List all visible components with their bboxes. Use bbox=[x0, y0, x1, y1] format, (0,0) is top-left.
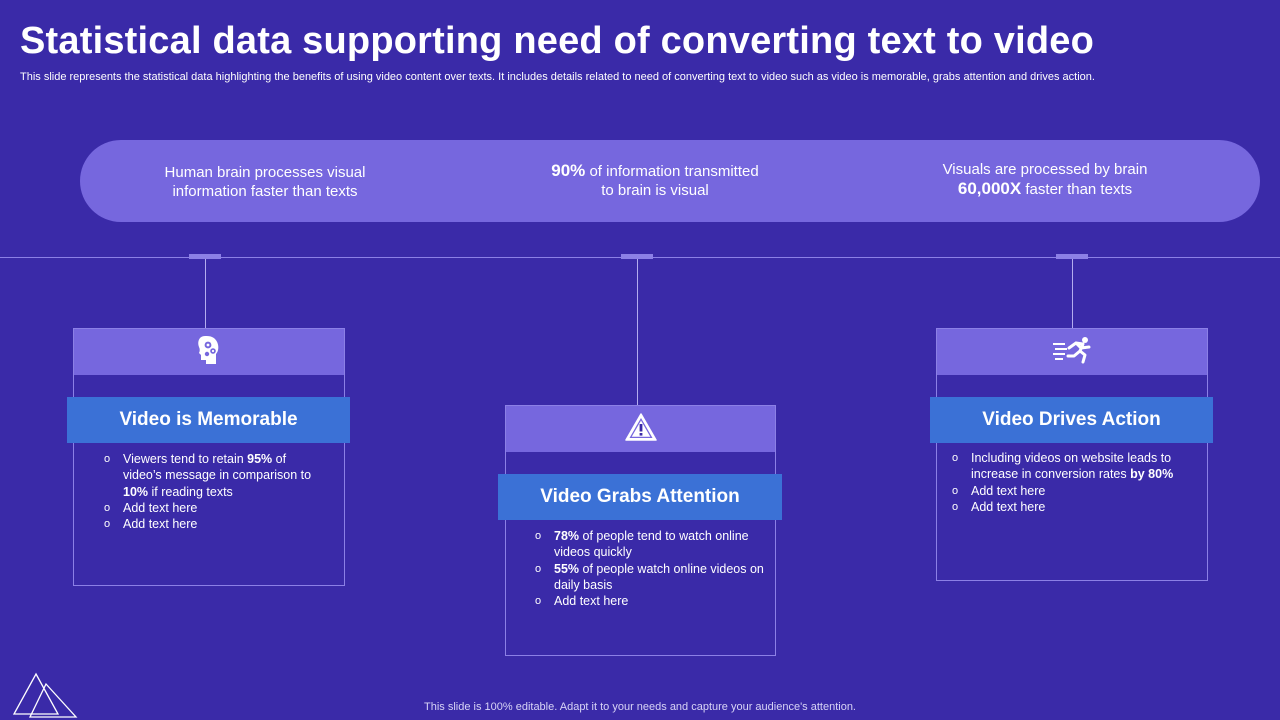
card-header bbox=[506, 406, 775, 452]
list-item: Add text here bbox=[952, 483, 1192, 500]
card-header bbox=[74, 329, 344, 375]
slide-title: Statistical data supporting need of conv… bbox=[20, 20, 1095, 62]
heading-video-attention: Video Grabs Attention bbox=[498, 474, 782, 520]
list-item: Add text here bbox=[104, 516, 319, 533]
brain-gears-icon bbox=[196, 334, 222, 371]
list-item: Including videos on website leads to inc… bbox=[952, 450, 1192, 483]
stat-highlight: 90% bbox=[551, 161, 586, 180]
stat-visual-information: 90% of information transmitted to brain … bbox=[505, 161, 805, 200]
bullets-video-attention: 78% of people tend to watch online video… bbox=[535, 528, 765, 610]
connector-line bbox=[637, 259, 638, 405]
triangle-logo-icon bbox=[12, 670, 80, 720]
list-item: Add text here bbox=[535, 593, 765, 610]
list-item: Add text here bbox=[952, 499, 1192, 516]
stat-text: to brain is visual bbox=[601, 182, 709, 199]
slide-subtitle: This slide represents the statistical da… bbox=[20, 71, 1095, 83]
timeline-tick bbox=[189, 254, 221, 259]
stat-text: Visuals are processed by brain bbox=[942, 161, 1148, 178]
stat-text: information faster than texts bbox=[172, 183, 358, 200]
connector-line bbox=[1072, 259, 1073, 328]
stats-banner bbox=[80, 140, 1260, 222]
warning-triangle-icon bbox=[624, 412, 657, 447]
stat-text: of information transmitted bbox=[585, 163, 759, 180]
bullets-video-action: Including videos on website leads to inc… bbox=[952, 450, 1192, 515]
stat-brain-processing: Human brain processes visual information… bbox=[120, 163, 410, 201]
timeline-tick bbox=[621, 254, 653, 259]
list-item: Add text here bbox=[104, 500, 319, 517]
heading-video-action: Video Drives Action bbox=[930, 397, 1213, 443]
running-person-icon bbox=[1051, 336, 1093, 369]
bullets-video-memorable: Viewers tend to retain 95% of video’s me… bbox=[104, 451, 319, 533]
stat-text: Human brain processes visual bbox=[164, 164, 366, 181]
connector-line bbox=[205, 259, 206, 328]
card-header bbox=[937, 329, 1207, 375]
list-item: 55% of people watch online videos on dai… bbox=[535, 561, 765, 594]
list-item: 78% of people tend to watch online video… bbox=[535, 528, 765, 561]
heading-video-memorable: Video is Memorable bbox=[67, 397, 350, 443]
stat-text: faster than texts bbox=[1021, 181, 1133, 198]
list-item: Viewers tend to retain 95% of video’s me… bbox=[104, 451, 319, 500]
timeline-tick bbox=[1056, 254, 1088, 259]
stat-highlight: 60,000X bbox=[957, 179, 1022, 198]
footer-note: This slide is 100% editable. Adapt it to… bbox=[424, 701, 856, 713]
stat-visual-speed: Visuals are processed by brain 60,000X f… bbox=[890, 160, 1200, 199]
